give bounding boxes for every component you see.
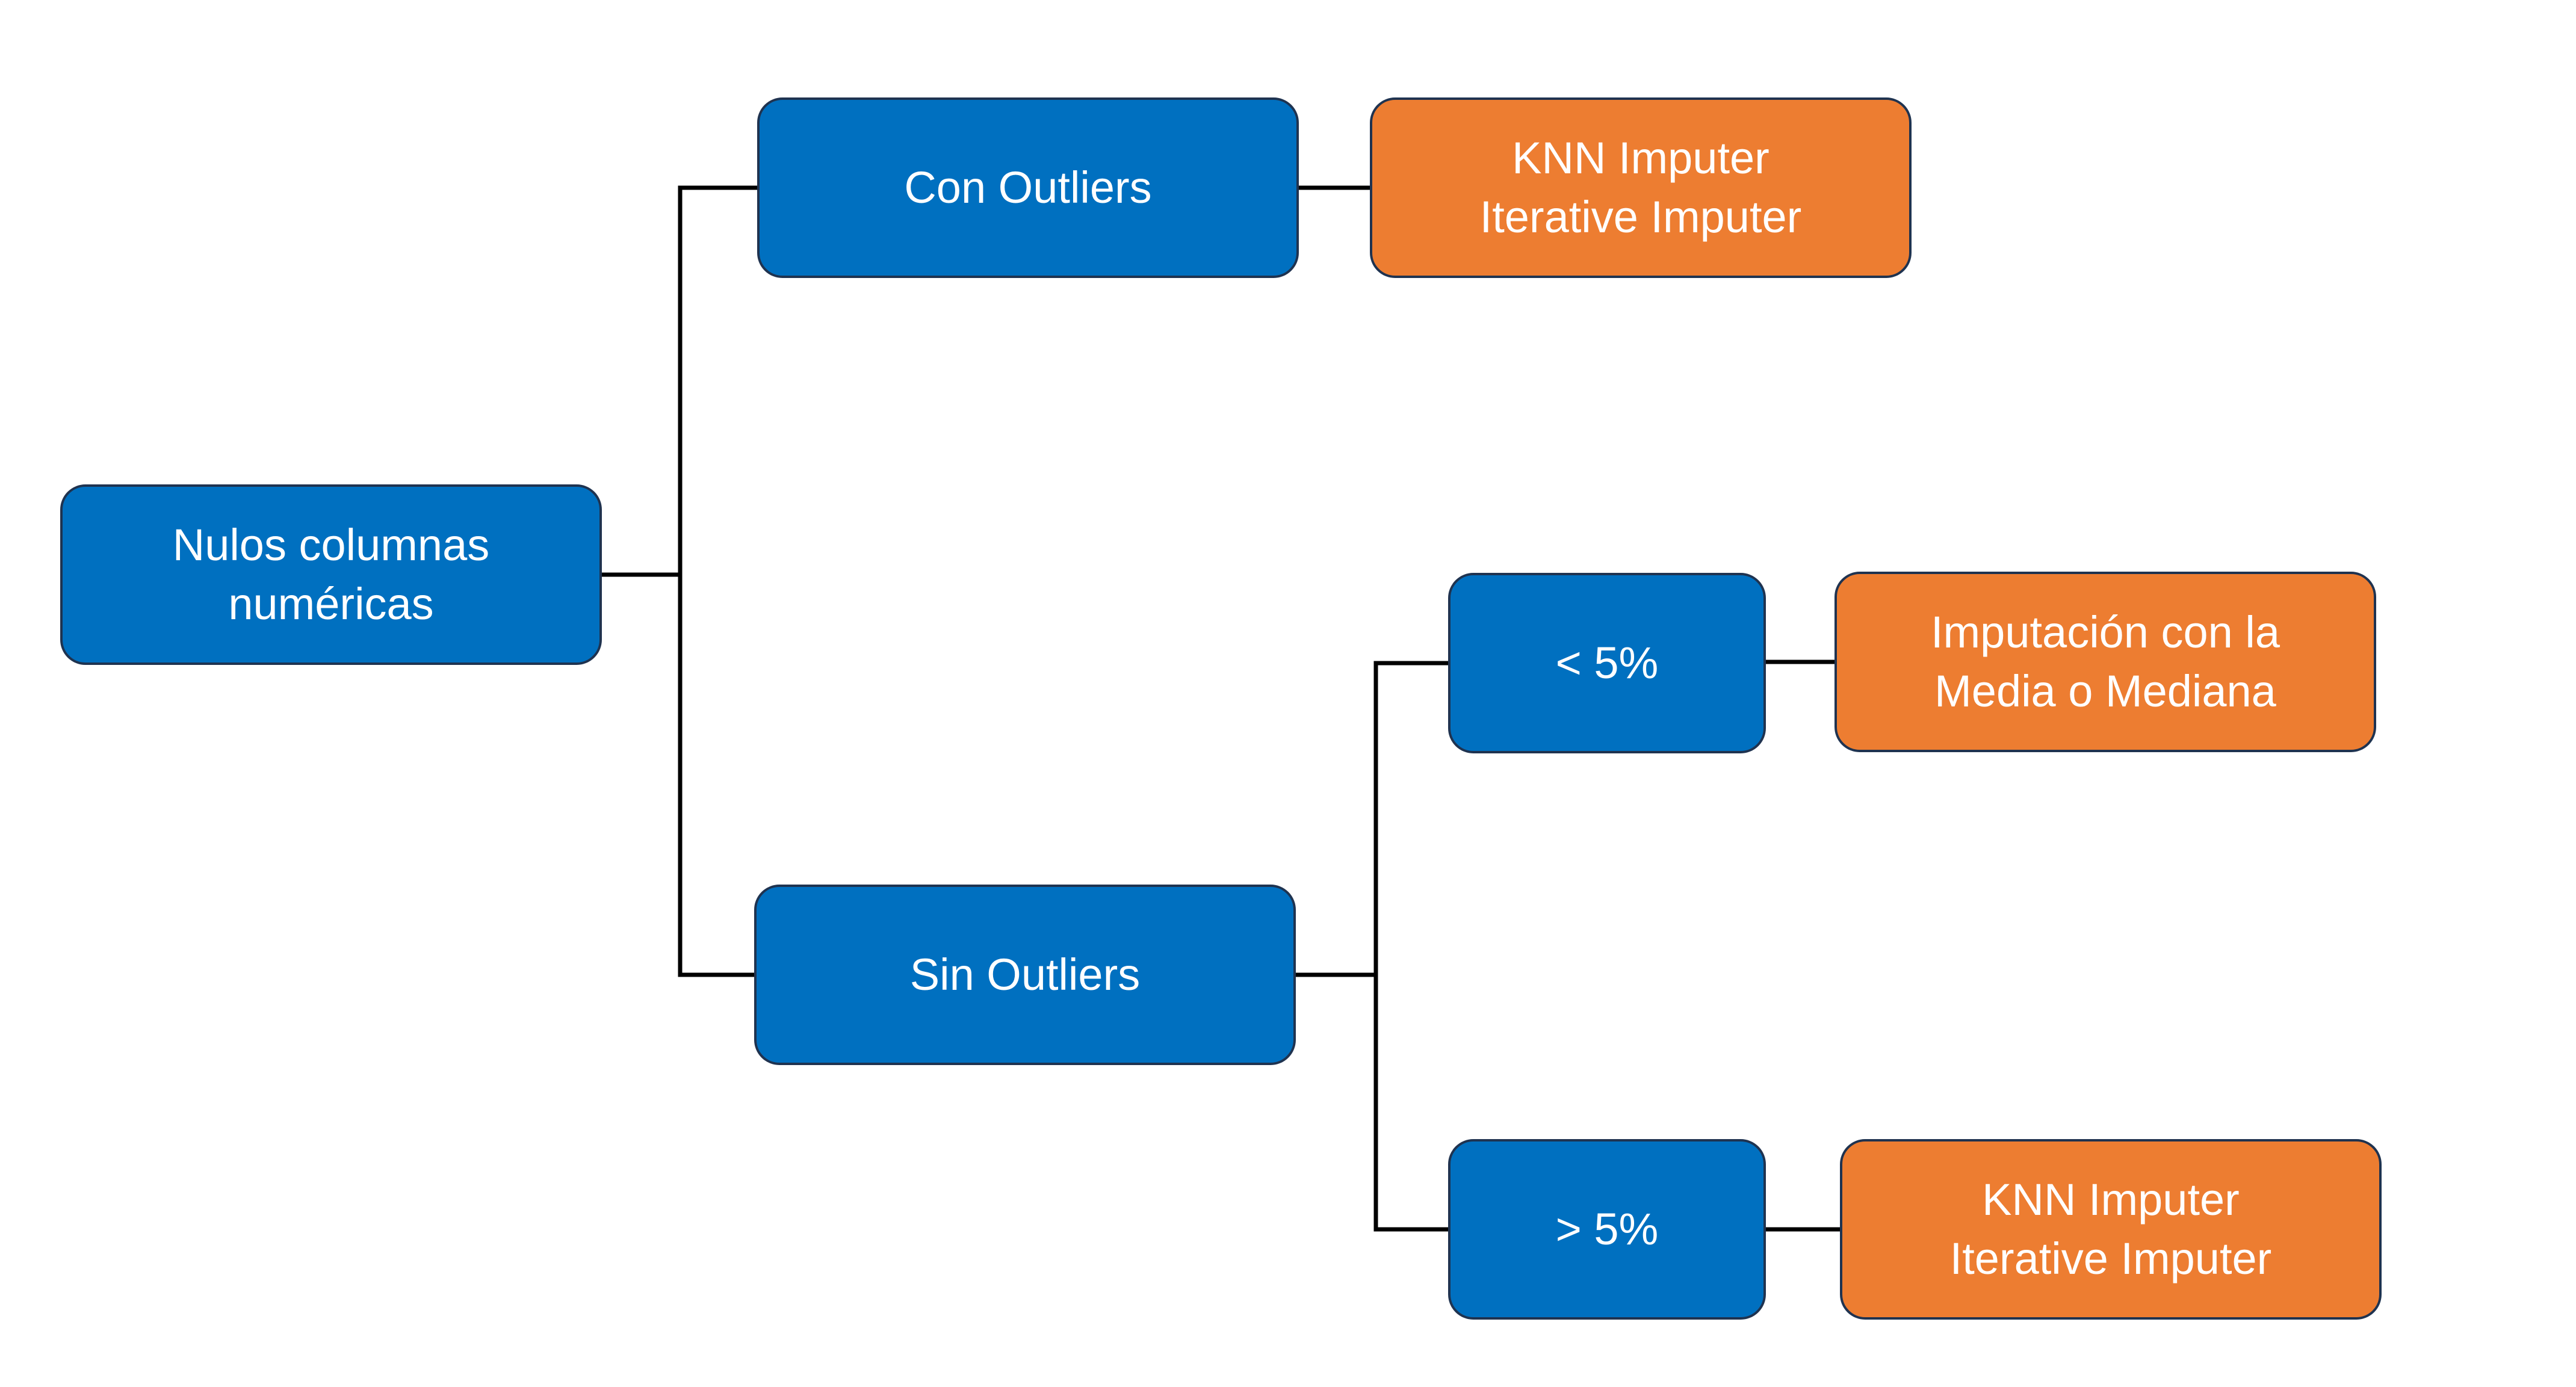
result-node-less-than-5-percent: Imputación con la Media o Mediana xyxy=(1834,572,2376,752)
result-node-less-than-5-percent-label-line-1: Imputación con la xyxy=(1930,607,2280,657)
result-node-con-outliers-label: KNN Imputer Iterative Imputer xyxy=(1480,129,1802,247)
node-greater-than-5-percent-label: > 5% xyxy=(1556,1200,1659,1259)
result-node-greater-than-5-percent-label: KNN Imputer Iterative Imputer xyxy=(1950,1170,2272,1288)
node-sin-outliers: Sin Outliers xyxy=(754,885,1296,1065)
result-node-greater-than-5-percent-label-line-2: Iterative Imputer xyxy=(1949,1234,2272,1284)
node-sin-outliers-label-line-1: Sin Outliers xyxy=(909,950,1141,999)
result-node-less-than-5-percent-label: Imputación con la Media o Mediana xyxy=(1931,603,2280,721)
node-greater-than-5-percent-label-line-1: > 5% xyxy=(1555,1204,1659,1254)
root-node-label: Nulos columnas numéricas xyxy=(173,516,489,634)
root-node-label-line-1: Nulos columnas xyxy=(172,520,490,570)
root-node-nulos-columnas-numericas: Nulos columnas numéricas xyxy=(60,484,602,665)
node-less-than-5-percent-label: < 5% xyxy=(1556,634,1659,693)
result-node-con-outliers-label-line-2: Iterative Imputer xyxy=(1479,192,1802,242)
node-con-outliers-label: Con Outliers xyxy=(904,158,1151,217)
node-con-outliers: Con Outliers xyxy=(757,97,1299,278)
result-node-greater-than-5-percent-label-line-1: KNN Imputer xyxy=(1982,1175,2240,1225)
node-sin-outliers-label: Sin Outliers xyxy=(910,945,1140,1004)
node-less-than-5-percent-label-line-1: < 5% xyxy=(1555,638,1659,688)
node-less-than-5-percent: < 5% xyxy=(1448,573,1766,753)
result-node-less-than-5-percent-label-line-2: Media o Mediana xyxy=(1934,666,2276,716)
root-node-label-line-2: numéricas xyxy=(228,579,434,629)
result-node-con-outliers: KNN Imputer Iterative Imputer xyxy=(1370,97,1912,278)
result-node-greater-than-5-percent: KNN Imputer Iterative Imputer xyxy=(1840,1139,2382,1320)
node-greater-than-5-percent: > 5% xyxy=(1448,1139,1766,1320)
result-node-con-outliers-label-line-1: KNN Imputer xyxy=(1512,133,1769,183)
node-con-outliers-label-line-1: Con Outliers xyxy=(904,162,1152,212)
